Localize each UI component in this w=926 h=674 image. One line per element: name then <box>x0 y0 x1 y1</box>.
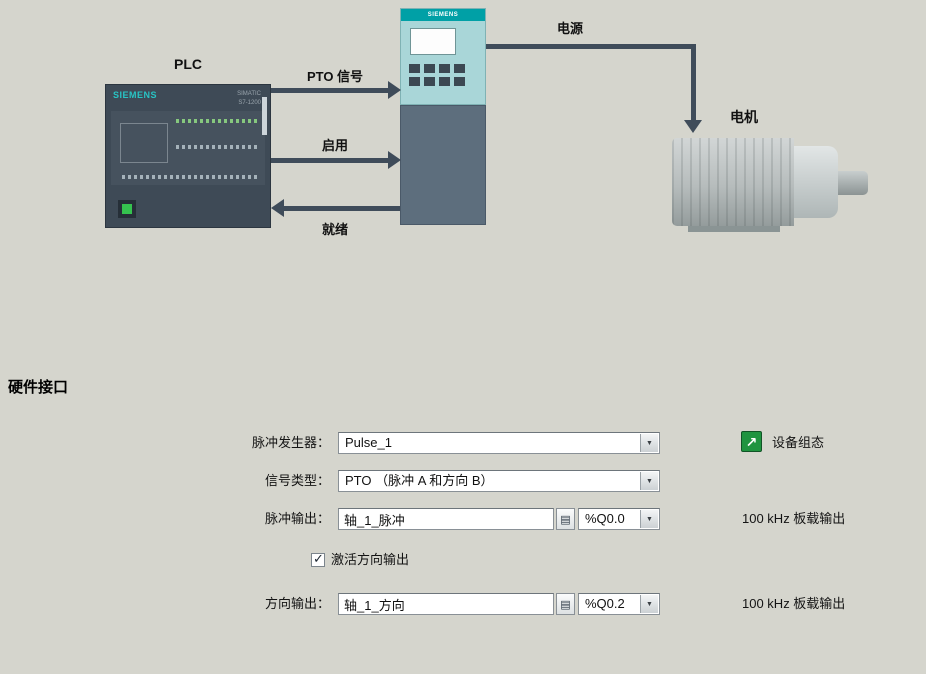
direction-output-note: 100 kHz 板载输出 <box>742 596 846 611</box>
drive-key <box>409 77 420 86</box>
motor-fins <box>672 138 794 226</box>
drive-display <box>410 28 456 55</box>
check-icon: ✓ <box>313 551 324 566</box>
list-icon: ▤ <box>560 513 571 526</box>
chevron-down-icon: ▼ <box>646 515 653 523</box>
enable-signal-label: 启用 <box>321 138 348 153</box>
siemens-logo: SIEMENS <box>113 90 158 100</box>
plc-model-line2: S7-1200 <box>238 100 261 106</box>
plc-terminal-row <box>122 175 258 179</box>
plc-terminal-row <box>176 145 260 149</box>
signal-type-select[interactable]: PTO （脉冲 A 和方向 B） ▼ <box>338 470 660 492</box>
drive-graphic: SIEMENS <box>400 8 486 225</box>
plc-graphic: SIEMENS SIMATIC S7-1200 <box>105 84 271 228</box>
arrow-head-icon <box>388 151 401 169</box>
dropdown-button[interactable]: ▼ <box>640 510 658 528</box>
device-config-icon[interactable]: ↗ <box>741 431 762 452</box>
dropdown-button[interactable]: ▼ <box>640 472 658 490</box>
direction-output-address-value: %Q0.2 <box>585 596 625 611</box>
siemens-logo: SIEMENS <box>401 9 485 21</box>
list-icon: ▤ <box>560 598 571 611</box>
chevron-down-icon: ▼ <box>646 600 653 608</box>
motor-end-cap <box>794 146 838 218</box>
pulse-generator-label: 脉冲发生器： <box>251 435 330 450</box>
pulse-output-tag-input[interactable] <box>338 508 554 530</box>
drive-key <box>439 64 450 73</box>
plc-ethernet-port <box>118 200 136 218</box>
signal-type-label: 信号类型： <box>264 473 330 488</box>
drive-key <box>424 64 435 73</box>
direction-output-checkbox[interactable]: ✓ <box>311 551 325 567</box>
plc-connector-bar <box>262 97 267 135</box>
drive-key <box>454 77 465 86</box>
section-title: 硬件接口 <box>8 379 69 396</box>
arrow-line <box>486 44 696 49</box>
arrow-head-icon <box>684 120 702 133</box>
direction-output-browse-button[interactable]: ▤ <box>556 593 575 615</box>
dropdown-button[interactable]: ▼ <box>640 434 658 452</box>
pulse-output-address-value: %Q0.0 <box>585 511 625 526</box>
power-signal-label: 电源 <box>556 21 583 36</box>
chevron-down-icon: ▼ <box>646 439 653 447</box>
drive-front-panel: SIEMENS <box>400 8 486 105</box>
motor-body <box>672 138 794 226</box>
plc-label: PLC <box>174 56 202 72</box>
arrow-head-icon <box>388 81 401 99</box>
direction-output-tag-input[interactable] <box>338 593 554 615</box>
arrow-line <box>271 88 389 93</box>
pulse-generator-select[interactable]: Pulse_1 ▼ <box>338 432 660 454</box>
direction-output-checkbox-label: 激活方向输出 <box>331 552 410 567</box>
drive-key <box>424 77 435 86</box>
motor-shaft <box>838 171 868 195</box>
direction-output-address-select[interactable]: %Q0.2 ▼ <box>578 593 660 615</box>
signal-type-value: PTO （脉冲 A 和方向 B） <box>345 473 494 488</box>
motor-label: 电机 <box>730 109 758 125</box>
arrow-line <box>691 44 696 122</box>
open-arrow-icon: ↗ <box>745 433 758 450</box>
plc-led-row <box>176 119 260 123</box>
dropdown-button[interactable]: ▼ <box>640 595 658 613</box>
direction-output-label: 方向输出： <box>264 596 330 611</box>
ready-signal-label: 就绪 <box>321 222 348 237</box>
drive-key <box>454 64 465 73</box>
drive-key <box>409 64 420 73</box>
chevron-down-icon: ▼ <box>646 477 653 485</box>
arrow-line <box>284 206 400 211</box>
arrow-head-icon <box>271 199 284 217</box>
drive-body <box>400 105 486 225</box>
drive-keypad <box>409 64 465 86</box>
pulse-output-address-select[interactable]: %Q0.0 ▼ <box>578 508 660 530</box>
plc-model-text: SIMATIC S7-1200 <box>237 90 261 108</box>
pulse-output-note: 100 kHz 板载输出 <box>742 511 846 526</box>
device-config-link[interactable]: 设备组态 <box>772 435 825 450</box>
plc-card-slot <box>120 123 168 163</box>
pulse-generator-value: Pulse_1 <box>345 435 392 450</box>
arrow-line <box>271 158 389 163</box>
drive-key <box>439 77 450 86</box>
plc-model-line1: SIMATIC <box>237 91 261 97</box>
pulse-output-label: 脉冲输出： <box>264 511 330 526</box>
pulse-output-browse-button[interactable]: ▤ <box>556 508 575 530</box>
pto-signal-label: PTO 信号 <box>306 69 364 84</box>
motor-base <box>688 226 780 232</box>
